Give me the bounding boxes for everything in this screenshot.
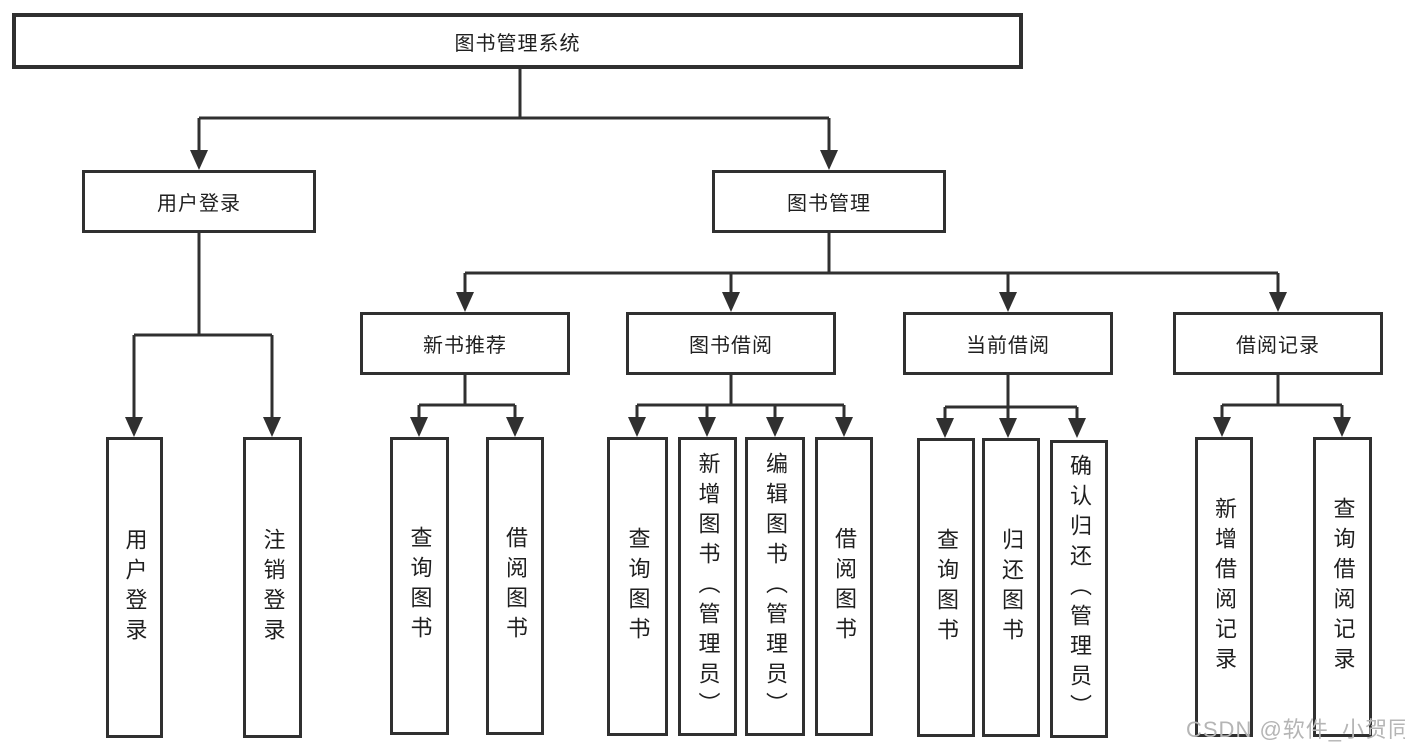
leaf-cb-return-books: 归还图书 xyxy=(982,438,1040,737)
leaf-nb-query-books: 查询图书 xyxy=(390,437,449,735)
leaf-bb-add-books-admin: 新增图书（管理员） xyxy=(678,437,737,736)
leaf-logout: 注销登录 xyxy=(243,437,302,738)
leaf-cb-confirm-return-admin: 确认归还（管理员） xyxy=(1050,440,1108,738)
node-new-book-recommend: 新书推荐 xyxy=(360,312,570,375)
node-root-library-management-system: 图书管理系统 xyxy=(12,13,1023,69)
leaf-user-login: 用户登录 xyxy=(106,437,163,738)
leaf-br-add-borrow-record: 新增借阅记录 xyxy=(1195,437,1253,737)
csdn-watermark: CSDN @软件_小贺同学 xyxy=(1186,717,1405,742)
leaf-bb-edit-books-admin: 编辑图书（管理员） xyxy=(745,437,805,736)
node-current-borrowing: 当前借阅 xyxy=(903,312,1113,375)
leaf-bb-query-books: 查询图书 xyxy=(607,437,668,736)
node-book-borrowing: 图书借阅 xyxy=(626,312,836,375)
node-book-management: 图书管理 xyxy=(712,170,946,233)
node-borrowing-records: 借阅记录 xyxy=(1173,312,1383,375)
leaf-cb-query-books: 查询图书 xyxy=(917,438,975,737)
node-user-login: 用户登录 xyxy=(82,170,316,233)
leaf-br-query-borrow-record: 查询借阅记录 xyxy=(1313,437,1372,737)
leaf-bb-borrow-books: 借阅图书 xyxy=(815,437,873,736)
leaf-nb-borrow-books: 借阅图书 xyxy=(486,437,544,735)
